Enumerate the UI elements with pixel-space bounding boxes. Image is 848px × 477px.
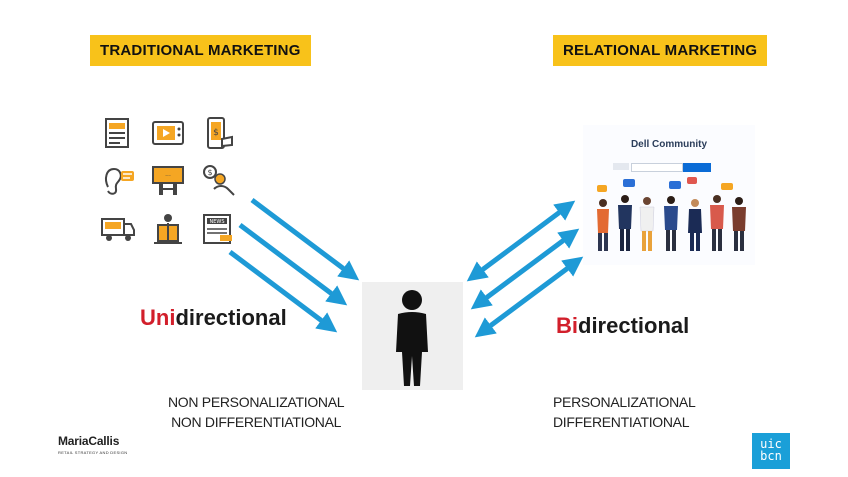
man-podium-icon (154, 214, 182, 244)
svg-text:NEWS: NEWS (209, 219, 224, 225)
ear-speech-icon (105, 167, 134, 195)
logo-name: MariaCallis (58, 434, 120, 448)
speech-bubble-icon (721, 183, 733, 190)
speech-bubble-icon (687, 177, 697, 184)
newspaper-ad-icon (105, 118, 129, 148)
note-line: DIFFERENTIATIONAL (553, 414, 690, 430)
person-icon (396, 290, 428, 386)
non-personal-note: NON PERSONALIZATIONAL NON DIFFERENTIATIO… (168, 392, 345, 432)
ulc-bcn-logo: uic bcn (752, 433, 790, 469)
community-search-bar (631, 163, 683, 172)
personal-note: PERSONALIZATIONAL DIFFERENTIATIONAL (553, 392, 696, 432)
unidirectional-highlight: Uni (140, 305, 176, 330)
svg-text:$: $ (207, 168, 212, 177)
bidirectional-arrow (466, 200, 576, 282)
person-figure (732, 197, 746, 251)
consumer-box (362, 282, 463, 390)
dell-community-title: Dell Community (630, 139, 708, 150)
bidirectional-highlight: Bi (556, 313, 578, 338)
news-paper-icon: NEWS (203, 214, 232, 244)
person-figure (688, 199, 702, 251)
relational-marketing-tag: RELATIONAL MARKETING (553, 35, 768, 66)
person-figure (710, 195, 724, 251)
unidirectional-arrow (250, 198, 360, 281)
mobile-payment-icon: $ (207, 117, 233, 149)
unidirectional-arrow (238, 223, 348, 306)
logo-tagline: RETAIL STRATEGY AND DESIGN (58, 450, 128, 455)
speech-bubble-icon (669, 181, 681, 189)
svg-text:···: ··· (165, 173, 171, 180)
traditional-media-icons: $ ··· $ NEWS (100, 115, 250, 250)
ulc-line: bcn (760, 449, 782, 463)
billboard-icon: ··· (152, 166, 184, 195)
traditional-marketing-tag: TRADITIONAL MARKETING (90, 35, 311, 66)
ulc-line: uic (760, 437, 782, 451)
person-figure (597, 199, 609, 251)
person-figure (664, 196, 678, 251)
hand-coins-icon: $ (203, 165, 235, 196)
community-search-button (683, 163, 711, 172)
bidirectional-arrow (470, 228, 580, 310)
svg-text:$: $ (213, 128, 219, 138)
person-figure (618, 195, 632, 251)
unidirectional-label: Unidirectional (140, 305, 287, 331)
unidirectional-arrow (228, 250, 338, 333)
note-line: PERSONALIZATIONAL (553, 394, 696, 410)
bidirectional-label: Bidirectional (556, 313, 689, 339)
truck-ad-icon (101, 218, 135, 241)
community-people-illustration (597, 177, 746, 251)
speech-bubble-icon (623, 179, 635, 187)
dell-community-illustration: Dell Community (583, 125, 755, 265)
bidirectional-arrow (474, 256, 584, 338)
note-line: NON PERSONALIZATIONAL (168, 394, 345, 410)
tv-play-icon (152, 121, 184, 145)
speech-bubble-icon (597, 185, 607, 192)
maria-callis-logo: MariaCallis RETAIL STRATEGY AND DESIGN (58, 434, 127, 455)
person-figure (639, 197, 655, 251)
community-select (613, 163, 629, 170)
bidirectional-rest: directional (578, 313, 690, 338)
unidirectional-rest: directional (175, 305, 287, 330)
note-line: NON DIFFERENTIATIONAL (171, 414, 342, 430)
